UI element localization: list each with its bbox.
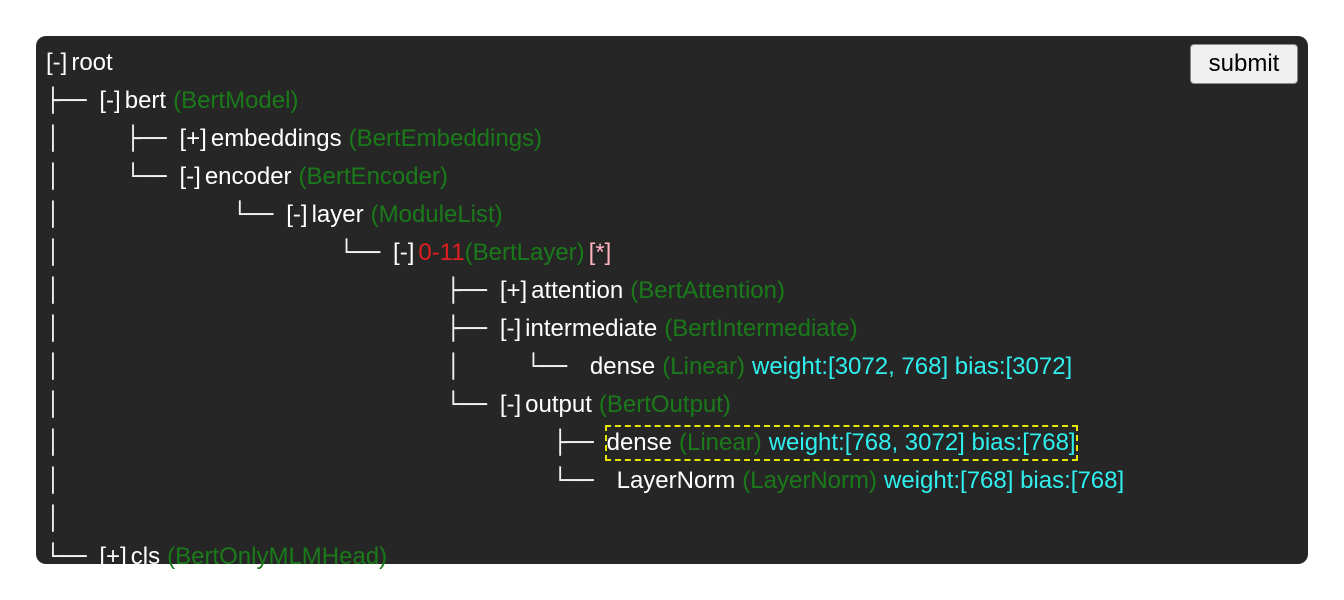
- module-name[interactable]: embeddings: [210, 125, 342, 152]
- tree-row: │ └── [-]layer(ModuleList): [46, 196, 503, 234]
- expand-collapse-toggle[interactable]: [+]: [499, 277, 528, 304]
- tree-row: [-]root: [46, 44, 113, 82]
- tree-connector: │ └──: [46, 240, 394, 266]
- module-class: (BertIntermediate): [664, 315, 858, 342]
- tree-row: │ ├── dense(Linear)weight:[768, 3072] bi…: [46, 424, 1078, 462]
- layer-range: 0-11: [418, 239, 465, 266]
- tree-connector: │ └──: [46, 202, 287, 228]
- tree-connector: │ ├──: [46, 278, 500, 304]
- tree-connector: │ └──: [46, 468, 607, 494]
- expand-collapse-toggle[interactable]: [-]: [286, 201, 308, 228]
- module-class: (BertLayer): [464, 239, 585, 266]
- module-tree: [-]root├── [-]bert(BertModel)│ ├── [+]em…: [36, 36, 1308, 570]
- expand-collapse-toggle[interactable]: [+]: [179, 125, 207, 152]
- module-name[interactable]: dense: [606, 429, 672, 456]
- module-class: (ModuleList): [370, 201, 503, 228]
- module-class: (BertOutput): [598, 391, 731, 418]
- param-shapes: weight:[3072, 768] bias:[3072]: [751, 353, 1073, 380]
- expand-collapse-toggle[interactable]: [+]: [99, 543, 127, 570]
- module-name[interactable]: root: [71, 49, 113, 76]
- tree-connector: │ └──: [46, 164, 180, 190]
- tree-connector: └──: [46, 544, 100, 570]
- module-class: (BertOnlyMLMHead): [167, 543, 388, 570]
- tree-row: │ └── [-]output(BertOutput): [46, 386, 731, 424]
- tree-connector: ├──: [46, 88, 100, 114]
- tree-row: │ ├── [-]intermediate(BertIntermediate): [46, 310, 858, 348]
- tree-connector: │ │ └──: [46, 354, 580, 380]
- tree-row: │ └── [-]encoder(BertEncoder): [46, 158, 448, 196]
- tree-connector: │ ├──: [46, 126, 180, 152]
- module-class: (BertAttention): [630, 277, 785, 304]
- tree-connector: │ └──: [46, 392, 500, 418]
- tree-row: │ └── LayerNorm(LayerNorm)weight:[768] b…: [46, 462, 1124, 500]
- tree-connector: │ ├──: [46, 430, 607, 456]
- expand-collapse-toggle[interactable]: [-]: [46, 49, 68, 76]
- tree-row: │ └── [-]0-11(BertLayer)[*]: [46, 234, 611, 272]
- tree-row: │: [46, 500, 60, 538]
- module-name[interactable]: LayerNorm: [616, 467, 736, 494]
- module-name[interactable]: intermediate: [525, 315, 658, 342]
- module-name[interactable]: encoder: [204, 163, 292, 190]
- module-name[interactable]: layer: [311, 201, 364, 228]
- module-name[interactable]: dense: [589, 353, 656, 380]
- expand-collapse-toggle[interactable]: [-]: [99, 87, 121, 114]
- param-shapes: weight:[768, 3072] bias:[768]: [768, 429, 1076, 456]
- module-name[interactable]: attention: [531, 277, 624, 304]
- module-name[interactable]: output: [525, 391, 592, 418]
- module-class: (LayerNorm): [742, 467, 877, 494]
- module-name[interactable]: cls: [130, 543, 161, 570]
- module-tree-panel: submit [-]root├── [-]bert(BertModel)│ ├─…: [36, 36, 1308, 570]
- submit-button[interactable]: submit: [1190, 44, 1298, 84]
- tree-connector: │ ├──: [46, 316, 500, 342]
- module-class: (BertModel): [173, 87, 299, 114]
- tree-row: │ │ └── dense(Linear)weight:[3072, 768] …: [46, 348, 1072, 386]
- module-class: (BertEmbeddings): [348, 125, 543, 152]
- expand-collapse-toggle[interactable]: [-]: [393, 239, 415, 266]
- module-class: (Linear): [678, 429, 762, 456]
- tree-row: │ ├── [+]embeddings(BertEmbeddings): [46, 120, 542, 158]
- module-name[interactable]: bert: [124, 87, 167, 114]
- module-class: (BertEncoder): [298, 163, 448, 190]
- tree-row: └── [+]cls(BertOnlyMLMHead): [46, 538, 387, 576]
- tree-row: ├── [-]bert(BertModel): [46, 82, 298, 120]
- expand-collapse-toggle[interactable]: [-]: [499, 391, 522, 418]
- expand-collapse-toggle[interactable]: [-]: [499, 315, 522, 342]
- module-class: (Linear): [662, 353, 745, 380]
- selected-node-highlight[interactable]: dense(Linear)weight:[768, 3072] bias:[76…: [604, 425, 1078, 461]
- param-shapes: weight:[768] bias:[768]: [883, 467, 1125, 494]
- expand-collapse-toggle[interactable]: [-]: [179, 163, 201, 190]
- tree-connector: │: [46, 506, 60, 532]
- repeat-marker[interactable]: [*]: [588, 239, 612, 266]
- tree-row: │ ├── [+]attention(BertAttention): [46, 272, 785, 310]
